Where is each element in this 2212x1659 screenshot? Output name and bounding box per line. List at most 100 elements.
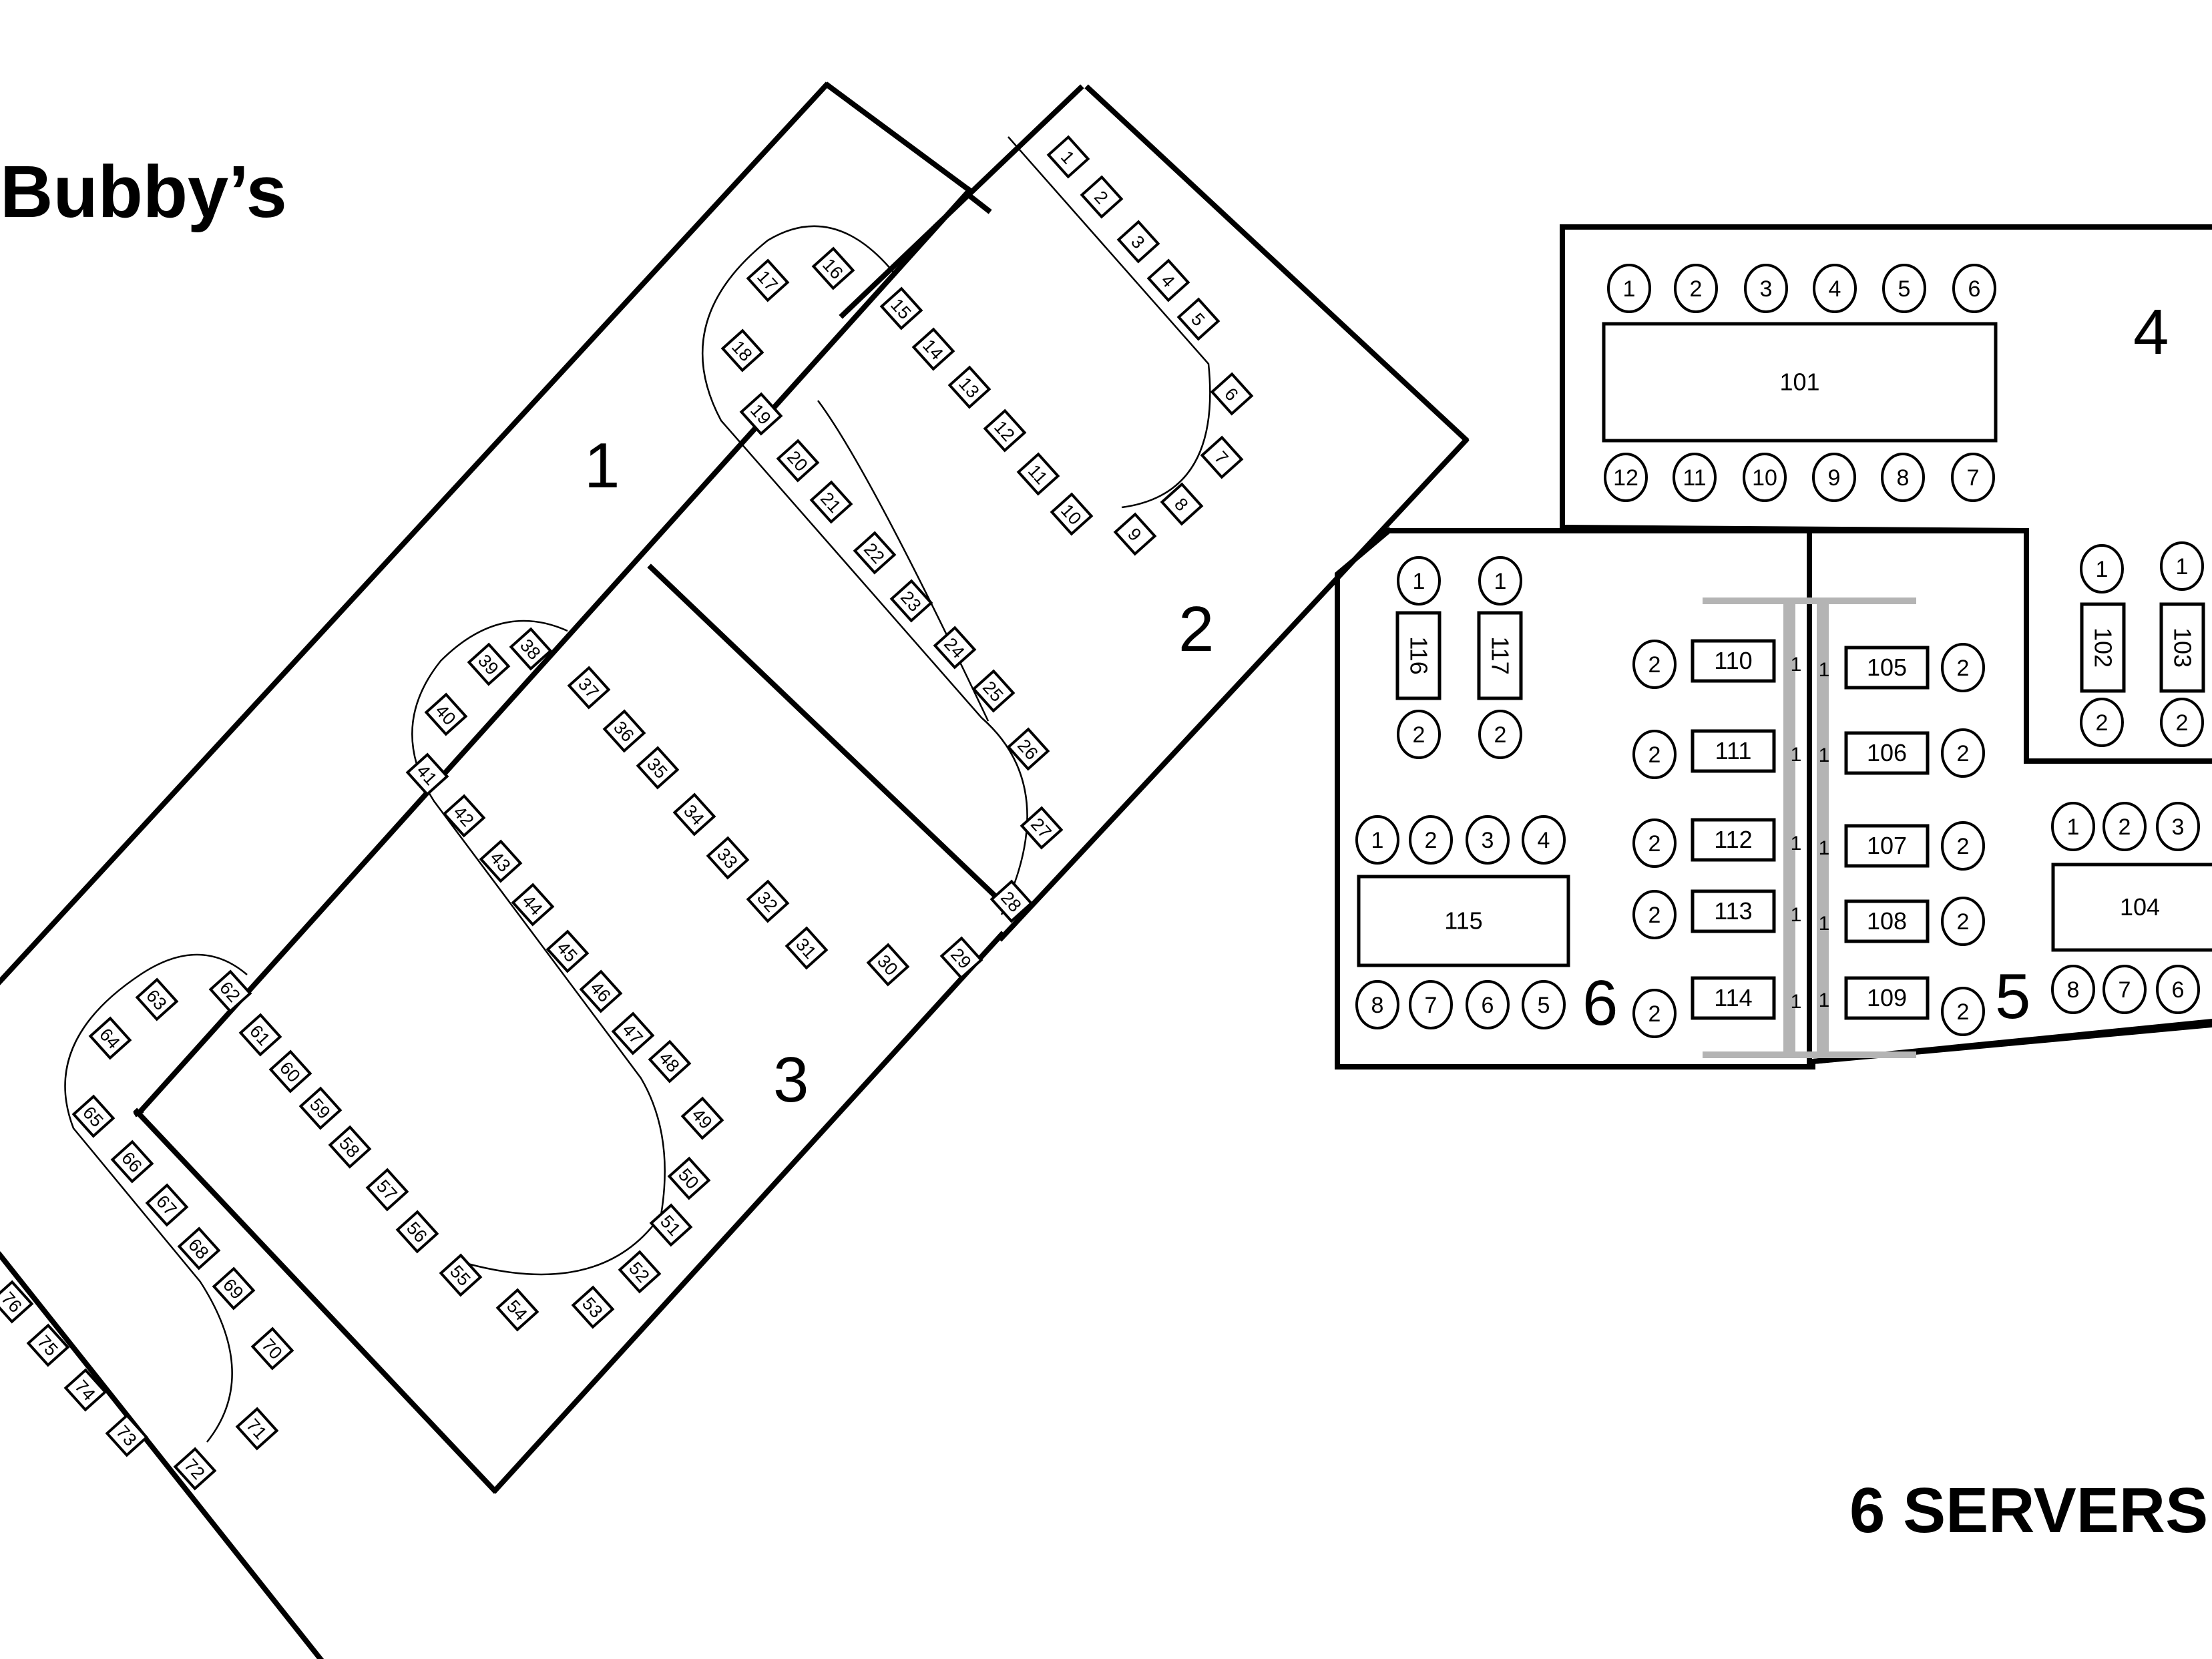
chair[interactable]: 2 [2160, 698, 2204, 747]
seat-marker[interactable]: 59 [298, 1086, 343, 1130]
chair[interactable]: 6 [1466, 980, 1510, 1029]
seat-marker[interactable]: 66 [110, 1140, 154, 1184]
chair[interactable]: 2 [1409, 815, 1453, 865]
table-117[interactable]: 117 [1477, 611, 1523, 700]
seat-marker[interactable]: 19 [739, 392, 783, 436]
seat-marker[interactable]: 58 [328, 1125, 372, 1169]
seat-marker[interactable]: 44 [511, 883, 555, 927]
seat-marker[interactable]: 11 [1016, 452, 1060, 496]
chair[interactable]: 2 [1478, 710, 1522, 759]
seat-marker[interactable]: 34 [672, 792, 716, 837]
seat-marker[interactable]: 29 [939, 936, 983, 980]
seat-marker[interactable]: 62 [208, 969, 252, 1013]
seat-marker[interactable]: 4 [1146, 258, 1190, 302]
chair[interactable]: 2 [1941, 987, 1985, 1036]
seat-marker[interactable]: 61 [238, 1013, 282, 1057]
seat-marker[interactable]: 23 [889, 579, 933, 623]
seat-marker[interactable]: 31 [785, 926, 829, 970]
table-102[interactable]: 102 [2080, 602, 2126, 693]
chair[interactable]: 8 [1881, 453, 1925, 502]
seat-marker[interactable]: 12 [983, 409, 1027, 453]
chair[interactable]: 8 [1355, 980, 1399, 1029]
seat-marker[interactable]: 75 [26, 1323, 70, 1367]
seat-marker[interactable]: 10 [1050, 492, 1094, 536]
chair[interactable]: 1 [1397, 556, 1441, 606]
chair[interactable]: 1 [2051, 802, 2095, 851]
seat-marker[interactable]: 18 [720, 328, 764, 373]
seat-marker[interactable]: 68 [177, 1226, 221, 1270]
seat-marker[interactable]: 70 [250, 1327, 294, 1371]
table-107[interactable]: 107 [1844, 824, 1930, 868]
chair[interactable]: 2 [1941, 728, 1985, 778]
table-115[interactable]: 115 [1357, 875, 1570, 967]
seat-marker[interactable]: 32 [746, 879, 790, 923]
seat-marker[interactable]: 36 [602, 709, 646, 753]
chair[interactable]: 2 [1632, 818, 1677, 868]
chair[interactable]: 8 [2051, 965, 2095, 1014]
chair[interactable]: 6 [1952, 264, 1996, 313]
chair[interactable]: 3 [1744, 264, 1788, 313]
seat-marker[interactable]: 38 [509, 627, 553, 671]
chair[interactable]: 6 [2156, 965, 2200, 1014]
seat-marker[interactable]: 72 [173, 1447, 217, 1491]
chair[interactable]: 4 [1813, 264, 1857, 313]
seat-marker[interactable]: 46 [579, 969, 623, 1013]
seat-marker[interactable]: 17 [746, 258, 790, 302]
chair[interactable]: 5 [1882, 264, 1926, 313]
table-108[interactable]: 108 [1844, 899, 1930, 943]
table-110[interactable]: 110 [1691, 639, 1776, 683]
seat-marker[interactable]: 74 [63, 1368, 107, 1412]
table-101[interactable]: 101 [1602, 322, 1998, 443]
seat-marker[interactable]: 57 [365, 1168, 409, 1212]
seat-marker[interactable]: 65 [71, 1094, 116, 1138]
chair[interactable]: 1 [1355, 815, 1399, 865]
chair[interactable]: 3 [1466, 815, 1510, 865]
seat-marker[interactable]: 2 [1080, 175, 1124, 219]
seat-marker[interactable]: 53 [571, 1285, 615, 1329]
chair[interactable]: 10 [1743, 453, 1787, 502]
table-103[interactable]: 103 [2159, 602, 2205, 693]
seat-marker[interactable]: 25 [971, 669, 1016, 713]
seat-marker[interactable]: 45 [545, 929, 590, 973]
chair[interactable]: 2 [1941, 643, 1985, 692]
chair[interactable]: 2 [1941, 821, 1985, 871]
seat-marker[interactable]: 43 [479, 839, 523, 883]
chair[interactable]: 3 [2156, 802, 2200, 851]
seat-marker[interactable]: 27 [1020, 806, 1064, 850]
chair[interactable]: 9 [1812, 453, 1856, 502]
seat-marker[interactable]: 9 [1113, 512, 1157, 556]
chair[interactable]: 2 [1632, 989, 1677, 1038]
seat-marker[interactable]: 73 [105, 1413, 149, 1457]
chair[interactable]: 7 [1409, 980, 1453, 1029]
seat-marker[interactable]: 35 [636, 746, 680, 790]
seat-marker[interactable]: 21 [809, 480, 853, 524]
chair[interactable]: 1 [1607, 264, 1651, 313]
chair[interactable]: 7 [1951, 453, 1995, 502]
table-114[interactable]: 114 [1691, 976, 1776, 1020]
seat-marker[interactable]: 26 [1006, 727, 1050, 771]
seat-marker[interactable]: 7 [1200, 435, 1244, 479]
seat-marker[interactable]: 37 [567, 666, 611, 710]
seat-marker[interactable]: 60 [268, 1049, 312, 1094]
seat-marker[interactable]: 41 [405, 752, 449, 796]
chair[interactable]: 2 [1941, 897, 1985, 946]
chair[interactable]: 7 [2103, 965, 2147, 1014]
seat-marker[interactable]: 30 [866, 943, 910, 987]
seat-marker[interactable]: 6 [1210, 372, 1254, 416]
seat-marker[interactable]: 14 [911, 327, 955, 371]
seat-marker[interactable]: 49 [680, 1096, 724, 1140]
seat-marker[interactable]: 56 [395, 1210, 439, 1254]
chair[interactable]: 2 [2080, 698, 2124, 747]
seat-marker[interactable]: 48 [648, 1039, 692, 1084]
seat-marker[interactable]: 71 [235, 1407, 279, 1451]
chair[interactable]: 1 [2080, 544, 2124, 594]
chair[interactable]: 2 [1632, 890, 1677, 939]
seat-marker[interactable]: 42 [442, 794, 486, 838]
chair[interactable]: 2 [1632, 640, 1677, 689]
seat-marker[interactable]: 54 [495, 1288, 539, 1332]
table-113[interactable]: 113 [1691, 889, 1776, 933]
chair[interactable]: 1 [2160, 541, 2204, 591]
seat-marker[interactable]: 22 [853, 531, 897, 575]
seat-marker[interactable]: 51 [649, 1203, 693, 1247]
table-106[interactable]: 106 [1844, 731, 1930, 775]
